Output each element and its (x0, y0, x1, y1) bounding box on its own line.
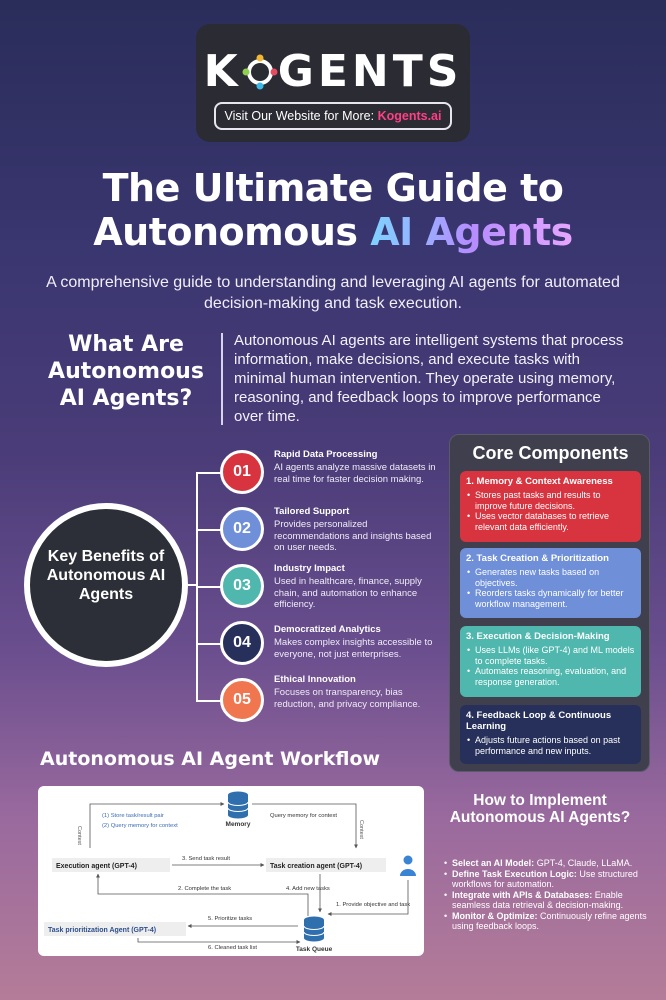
page-subtitle: A comprehensive guide to understanding a… (46, 274, 620, 312)
what-are-heading: What Are Autonomous AI Agents? (48, 332, 204, 411)
header-card: K GENTS Visit Our Website for More: Koge… (196, 24, 470, 142)
benefit-branch (196, 586, 222, 588)
list-item: Select an AI Model: GPT-4, Claude, LLaMA… (443, 858, 653, 869)
what-divider (221, 333, 223, 425)
query-memory-label: (2) Query memory for context (102, 823, 178, 829)
benefit-item-ethical-innovation: Ethical Innovation Focuses on transparen… (274, 674, 421, 710)
benefit-item-industry-impact: Industry Impact Used in healthcare, fina… (274, 563, 422, 610)
what-are-text: Autonomous AI agents are intelligent sys… (234, 332, 624, 425)
benefit-number-02: 02 (220, 507, 264, 551)
benefit-number-05: 05 (220, 678, 264, 722)
key-benefits-label: Key Benefits of Autonomous AI Agents (46, 548, 166, 603)
store-pair-label: (1) Store task/result pair (102, 813, 164, 819)
core-card-task-creation: 2. Task Creation & Prioritization Genera… (460, 548, 641, 618)
benefit-branch (196, 529, 222, 531)
add-tasks-label: 4. Add new tasks (286, 886, 330, 892)
core-components-title: Core Components (472, 443, 629, 463)
workflow-svg: Memory Context Context (1) Store task/re… (44, 791, 416, 953)
task-queue-label: Task Queue (296, 946, 333, 953)
website-link[interactable]: Kogents.ai (377, 109, 442, 123)
complete-task-label: 2. Complete the task (178, 886, 231, 892)
benefit-branch (196, 643, 222, 645)
key-benefits-circle: Key Benefits of Autonomous AI Agents (24, 503, 188, 667)
benefit-branch (196, 700, 222, 702)
benefit-branch (196, 472, 222, 474)
prioritize-label: 5. Prioritize tasks (208, 916, 252, 922)
user-icon (400, 855, 416, 876)
benefit-number-04: 04 (220, 621, 264, 665)
how-to-implement-list: Select an AI Model: GPT-4, Claude, LLaMA… (443, 858, 653, 932)
page-title-line1: The Ultimate Guide to (102, 166, 564, 210)
logo-people-icon (242, 54, 278, 90)
query-memory-right-label: Query memory for context (270, 813, 337, 819)
benefit-item-tailored-support: Tailored Support Provides personalized r… (274, 506, 432, 553)
benefit-item-democratized-analytics: Democratized Analytics Makes complex ins… (274, 624, 433, 660)
send-result-label: 3. Send task result (182, 856, 230, 862)
how-to-implement-title: How to Implement Autonomous AI Agents? (449, 792, 631, 826)
cleaned-list-label: 6. Cleaned task list (208, 945, 257, 951)
context-right-label: Context (358, 820, 364, 839)
core-card-execution: 3. Execution & Decision-Making Uses LLMs… (460, 626, 641, 697)
task-queue-database-icon (303, 916, 325, 942)
visit-website-banner[interactable]: Visit Our Website for More: Kogents.ai (214, 102, 452, 130)
core-card-memory: 1. Memory & Context Awareness Stores pas… (460, 471, 641, 542)
task-creation-agent-label: Task creation agent (GPT-4) (270, 863, 362, 870)
execution-agent-label: Execution agent (GPT-4) (56, 863, 137, 870)
provide-objective-label: 1. Provide objective and task (336, 902, 410, 908)
benefit-number-01: 01 (220, 450, 264, 494)
kogents-logo: K GENTS (203, 46, 463, 97)
execution-agent-box (52, 858, 170, 872)
core-card-feedback: 4. Feedback Loop & Continuous Learning A… (460, 705, 641, 764)
memory-database-icon (227, 791, 249, 819)
prioritization-agent-label: Task prioritization Agent (GPT-4) (48, 927, 156, 934)
context-left-label: Context (76, 826, 82, 845)
benefit-number-03: 03 (220, 564, 264, 608)
workflow-diagram: Memory Context Context (1) Store task/re… (38, 786, 424, 956)
benefit-item-rapid-data: Rapid Data Processing AI agents analyze … (274, 449, 436, 485)
core-components-panel: Core Components 1. Memory & Context Awar… (449, 434, 650, 772)
benefits-stub (188, 584, 198, 586)
memory-label: Memory (226, 821, 251, 828)
task-creation-agent-box (266, 858, 386, 872)
page-title-line2: Autonomous AI Agents (93, 210, 573, 254)
list-item: Monitor & Optimize: Continuously refine … (443, 911, 653, 932)
prioritization-agent-box (44, 922, 186, 936)
list-item: Define Task Execution Logic: Use structu… (443, 869, 653, 890)
list-item: Integrate with APIs & Databases: Enable … (443, 890, 653, 911)
workflow-title: Autonomous AI Agent Workflow (40, 748, 381, 770)
